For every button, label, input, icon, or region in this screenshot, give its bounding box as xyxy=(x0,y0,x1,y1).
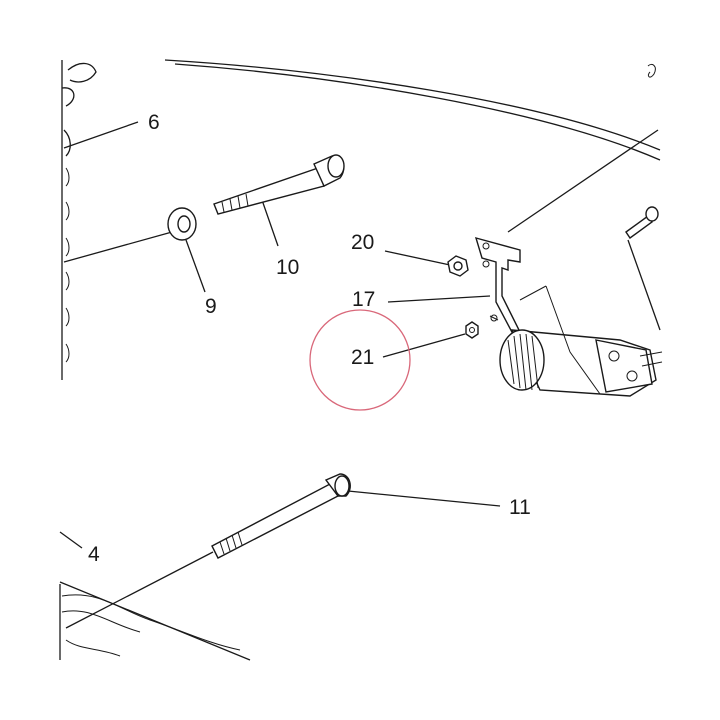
callout-20: 20 xyxy=(351,231,374,254)
nut-part-20 xyxy=(447,255,469,277)
callout-11: 11 xyxy=(509,496,531,519)
bolt-part-10 xyxy=(213,154,345,215)
left-housing-outline xyxy=(61,60,97,380)
callout-21: 21 xyxy=(351,346,374,369)
bolt-part-11 xyxy=(211,473,351,559)
callout-10: 10 xyxy=(276,256,299,279)
nut-part-21 xyxy=(465,314,499,339)
callout-9: 9 xyxy=(205,295,217,318)
bracket-part-17 xyxy=(474,236,521,338)
top-panel-edge xyxy=(164,59,661,161)
floor-panel xyxy=(59,581,251,661)
callout-4: 4 xyxy=(88,543,100,566)
callout-6: 6 xyxy=(148,111,160,134)
washer-part-9 xyxy=(167,207,197,241)
leader-lines xyxy=(59,121,661,629)
screw-upper-right xyxy=(625,206,659,239)
highlight-circle xyxy=(309,309,411,411)
actuator-assembly xyxy=(499,285,663,397)
callout-17: 17 xyxy=(352,288,375,311)
